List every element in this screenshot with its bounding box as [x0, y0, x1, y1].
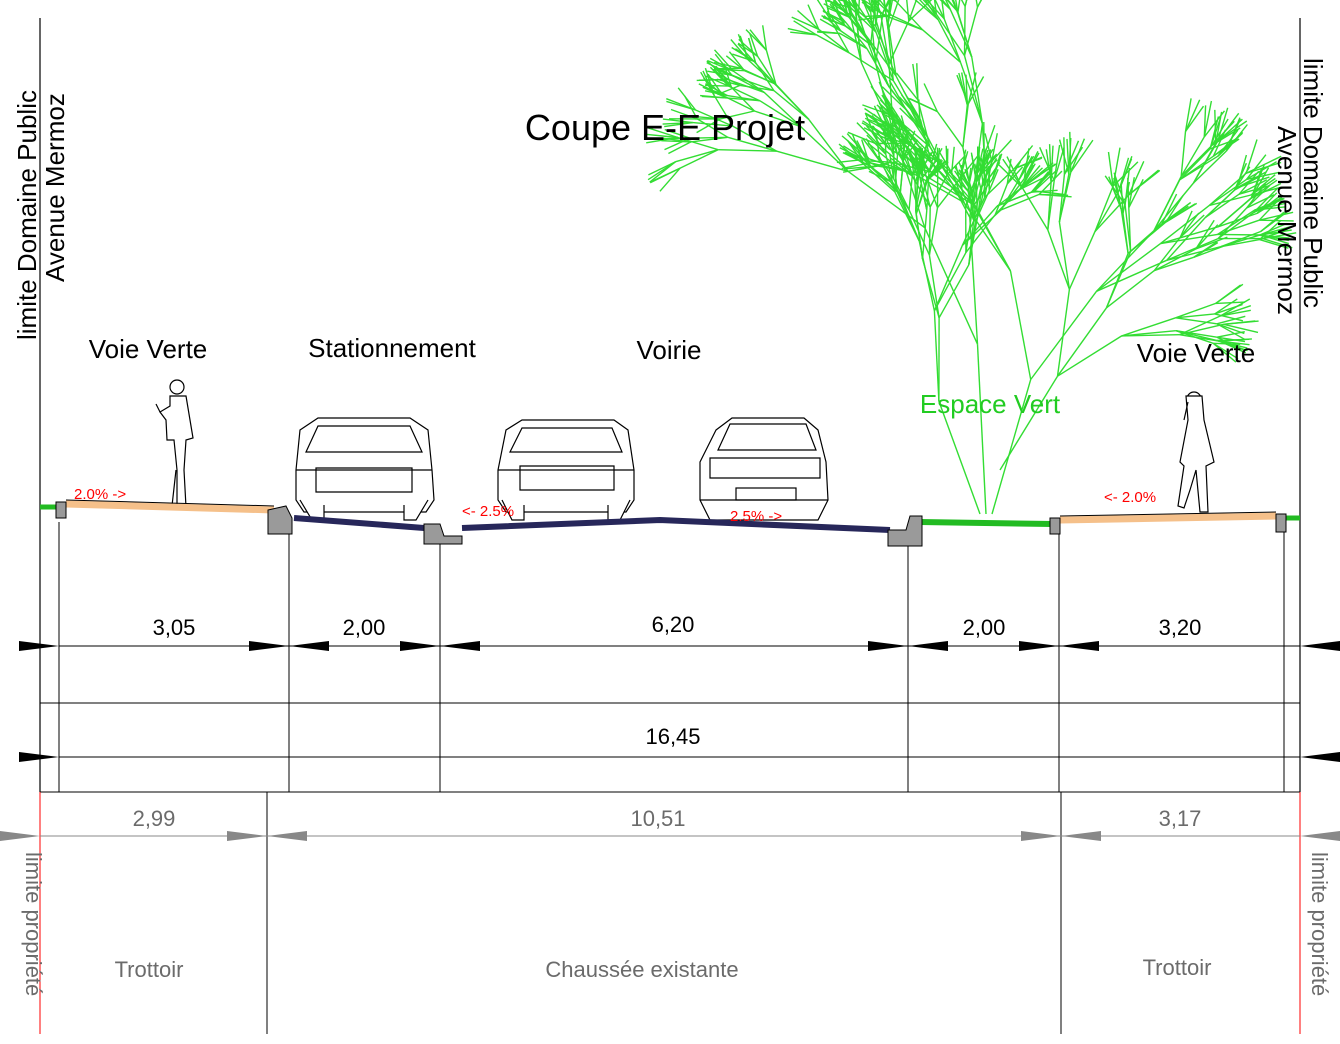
- zone-label-voirie: Voirie: [636, 335, 701, 365]
- dim-espace-vert: 2,00: [963, 615, 1006, 640]
- property-limit-left-label: limite propriété: [21, 852, 46, 996]
- slope-road-left: <- 2.5%: [462, 503, 514, 520]
- dim-voirie: 6,20: [652, 612, 695, 637]
- dim-voie-verte-right: 3,20: [1159, 615, 1202, 640]
- zone-label-stationnement: Stationnement: [308, 333, 476, 363]
- zone-label-espace-vert: Espace Vert: [920, 389, 1061, 419]
- car-icon: [700, 418, 828, 520]
- zone-label-voie-verte-right: Voie Verte: [1137, 338, 1256, 368]
- project-dimension-grid: [40, 522, 1300, 792]
- car-icon: [498, 420, 634, 520]
- pedestrian-man-icon: [156, 380, 193, 507]
- roadway-surface: [462, 520, 890, 530]
- green-space-surface: [920, 522, 1052, 524]
- zone-label-voie-verte-left: Voie Verte: [89, 334, 208, 364]
- public-limit-right-street: Avenue Mermoz: [1272, 126, 1302, 315]
- slope-left-path: 2.0% ->: [74, 486, 126, 503]
- parked-car-icon: [296, 418, 434, 520]
- existing-label-chaussee: Chaussée existante: [545, 957, 738, 982]
- dim-trottoir-right: 3,17: [1159, 806, 1202, 831]
- section-title: Coupe E-E Projet: [525, 107, 805, 148]
- public-limit-left-street: Avenue Mermoz: [40, 93, 70, 282]
- dim-trottoir-left: 2,99: [133, 806, 176, 831]
- pedestrian-woman-icon: [1178, 392, 1214, 512]
- dim-chaussee: 10,51: [630, 806, 685, 831]
- existing-label-trottoir-right: Trottoir: [1143, 955, 1212, 980]
- voie-verte-right-surface: [1060, 516, 1276, 520]
- slope-road-right: 2.5% ->: [730, 508, 782, 525]
- dim-voie-verte-left: 3,05: [153, 615, 196, 640]
- dim-stationnement: 2,00: [343, 615, 386, 640]
- existing-label-trottoir-left: Trottoir: [115, 957, 184, 982]
- slope-right-path: <- 2.0%: [1104, 489, 1156, 506]
- public-limit-left-label: limite Domaine Public: [12, 90, 42, 340]
- property-limit-right-label: limite propriété: [1307, 852, 1332, 996]
- dim-total: 16,45: [645, 724, 700, 749]
